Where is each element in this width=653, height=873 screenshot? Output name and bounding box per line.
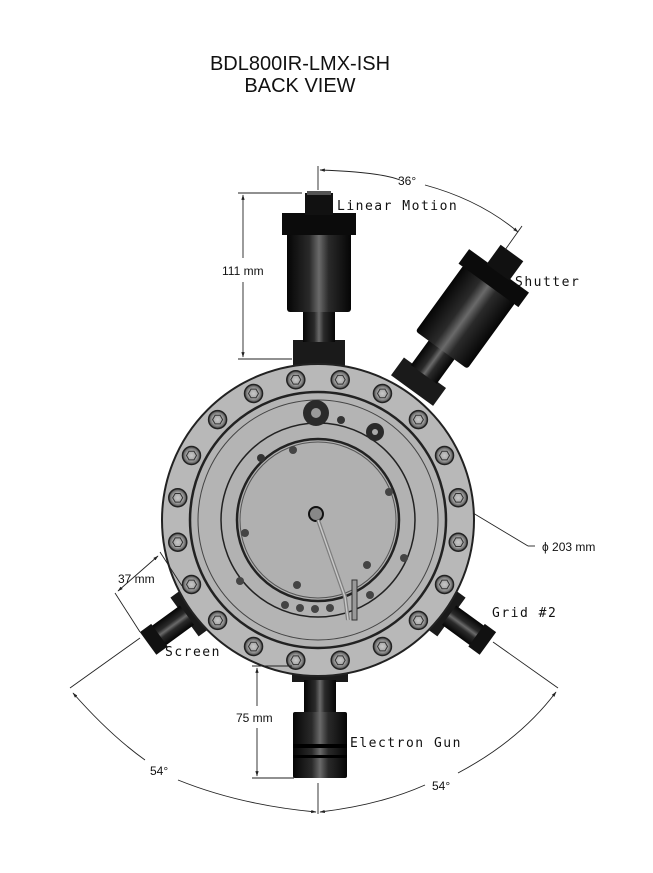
bolt-icon	[167, 488, 188, 508]
hex-head-icon	[247, 388, 260, 399]
label-shutter: Shutter	[515, 275, 580, 290]
bolt-icon	[243, 383, 264, 404]
hex-head-icon	[376, 388, 389, 399]
label-linear-motion: Linear Motion	[337, 199, 458, 214]
diagram-subtitle: BACK VIEW	[244, 75, 356, 97]
bolt-icon	[372, 383, 393, 404]
shutter-port	[391, 244, 529, 406]
diameter-203mm: ϕ 203 mm	[542, 540, 595, 554]
hex-head-icon	[172, 493, 184, 503]
length-37mm: 37 mm	[118, 572, 155, 586]
main-flange	[161, 363, 475, 677]
length-75mm: 75 mm	[236, 711, 273, 725]
angle-54-right: 54°	[432, 779, 450, 793]
bolt-icon	[207, 409, 228, 430]
hex-head-icon	[452, 493, 464, 503]
bolt-icon	[408, 409, 429, 430]
linear-motion-port	[282, 191, 356, 368]
bolt-icon	[286, 650, 306, 671]
bolt-icon	[181, 445, 202, 466]
hex-head-icon	[212, 615, 224, 626]
hex-head-icon	[185, 450, 198, 461]
bolt-icon	[207, 610, 228, 631]
hex-head-icon	[290, 374, 302, 385]
length-111mm: 111 mm	[222, 264, 264, 278]
hex-head-icon	[412, 414, 424, 425]
bolt-icon	[286, 369, 306, 390]
hex-head-icon	[185, 579, 198, 590]
bolt-icon	[243, 636, 264, 657]
hex-head-icon	[247, 641, 260, 652]
bolt-icon	[167, 532, 188, 552]
bolt-icon	[434, 574, 455, 595]
hex-head-icon	[172, 537, 184, 547]
dimension-lines	[69, 166, 559, 814]
hex-head-icon	[334, 374, 346, 385]
bolt-icon	[372, 636, 393, 657]
hex-head-icon	[438, 450, 451, 461]
bolt-icon	[181, 574, 202, 595]
electron-gun-port	[292, 660, 348, 778]
hex-head-icon	[334, 655, 346, 666]
label-electron-gun: Electron Gun	[350, 736, 462, 751]
bolt-icon	[330, 650, 350, 671]
bolt-icon	[408, 610, 429, 631]
flange-bolts	[167, 369, 469, 671]
bolt-icon	[434, 445, 455, 466]
hex-head-icon	[290, 655, 302, 666]
label-grid2: Grid #2	[492, 606, 557, 621]
angle-54-left: 54°	[150, 764, 168, 778]
diagram-title: BDL800IR-LMX-ISH	[209, 53, 391, 75]
angle-36: 36°	[398, 174, 416, 188]
screen-port	[139, 589, 210, 655]
hex-head-icon	[452, 537, 464, 547]
bolt-icon	[448, 532, 469, 552]
bolt-icon	[330, 369, 350, 390]
hex-head-icon	[412, 615, 424, 626]
hex-head-icon	[376, 641, 389, 652]
grid2-port	[426, 589, 497, 655]
hex-head-icon	[212, 414, 224, 425]
bolt-icon	[448, 488, 469, 508]
hex-head-icon	[438, 579, 451, 590]
label-screen: Screen	[165, 645, 221, 660]
